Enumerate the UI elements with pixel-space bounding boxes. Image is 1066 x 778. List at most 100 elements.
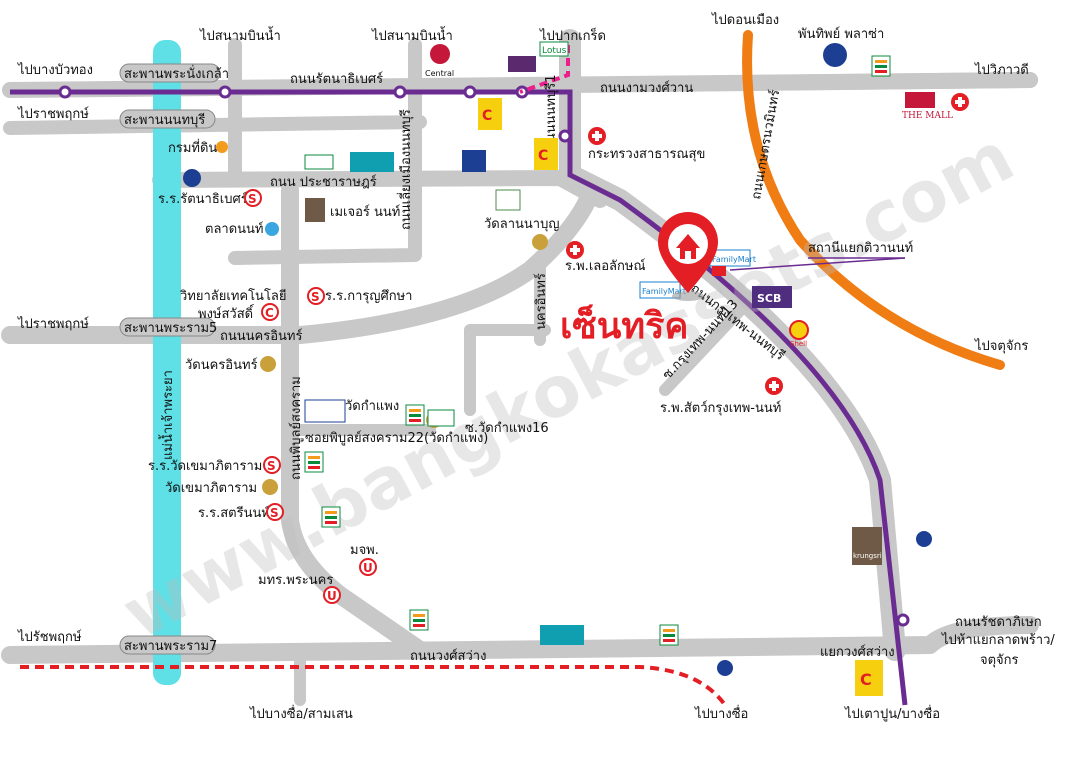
svg-text:S: S xyxy=(248,192,257,206)
central-icon: Central xyxy=(425,44,454,78)
temple-icon xyxy=(262,479,278,495)
school-icon: S xyxy=(244,189,262,207)
college-icon: C xyxy=(261,303,279,321)
place-wat-nakhon-in: วัดนครอินทร์ xyxy=(185,357,258,373)
dir-vibhavadi: ไปวิภาวดี xyxy=(974,62,1029,78)
krungsri-icon: krungsri xyxy=(852,527,882,565)
brand-logos: C C C Central Lotus THE MALL FamilyMart … xyxy=(304,41,953,696)
svg-text:THE MALL: THE MALL xyxy=(902,111,953,121)
red-dashed-route xyxy=(20,665,727,707)
bangkok-bank-icon xyxy=(717,660,733,676)
label-wongsawang: ถนนวงศ์สว่าง xyxy=(410,648,486,664)
station-dot xyxy=(463,85,477,99)
big-c-icon: C xyxy=(534,138,558,170)
label-nakhon-in: ถนนนครอินทร์ xyxy=(220,328,302,344)
place-tech-college-1: วิทยาลัยเทคโนโลยี xyxy=(179,288,286,304)
bridge-rama7: สะพานพระราม7 xyxy=(124,639,217,654)
dir-don-mueang: ไปดอนเมือง xyxy=(711,12,779,28)
svg-text:C: C xyxy=(482,108,492,124)
purple-line-route xyxy=(10,89,908,706)
place-rp-lerlak: ร.พ.เลอลักษณ์ xyxy=(565,258,646,274)
place-wat-khema: วัดเขมาภิตาราม xyxy=(165,481,257,496)
market-icon xyxy=(265,222,279,236)
school-icon: S xyxy=(307,287,325,305)
station-dot xyxy=(558,129,572,143)
lotus-icon xyxy=(304,154,334,170)
station-dot xyxy=(393,85,407,99)
place-talad-non: ตลาดนนท์ xyxy=(205,221,264,237)
water-drop-icon xyxy=(916,531,932,547)
purple-line-stations xyxy=(58,85,910,627)
hospital-icon xyxy=(765,377,783,395)
road-soi13 xyxy=(659,299,751,396)
school-icon: S xyxy=(266,503,284,521)
svg-text:C: C xyxy=(860,670,872,689)
dir-ratchaphruek-south: ไปรัชพฤกษ์ xyxy=(17,629,82,645)
label-pracharat: ถนน ประชาราษฎร์ xyxy=(270,174,377,190)
esplanade-icon xyxy=(508,56,536,72)
tot-icon xyxy=(495,189,521,211)
dir-lat-phrao-1: ถนนรัชดาภิเษก xyxy=(955,615,1042,630)
label-pibul: ถนนพิบูลย์สงคราม xyxy=(288,376,304,480)
poi-icons: S S C S S U U xyxy=(183,93,969,604)
school-icon: S xyxy=(263,456,281,474)
big-c-icon: C xyxy=(478,98,502,130)
hospital-icon xyxy=(566,241,584,259)
svg-text:Shell: Shell xyxy=(790,340,807,348)
dir-bang-sue-samsen: ไปบางซื่อ/สามเสน xyxy=(249,705,353,722)
orange-line-route xyxy=(742,30,1005,370)
place-rr-rattanathibet: ร.ร.รัตนาธิเบศร์ xyxy=(158,191,248,207)
road-wongsawang xyxy=(1,616,1039,664)
svg-text:C: C xyxy=(538,148,548,164)
svg-text:FamilyMart: FamilyMart xyxy=(642,287,686,296)
seven-eleven-icon xyxy=(871,55,891,77)
the-mall-icon: THE MALL xyxy=(902,92,953,121)
road-nonthaburi-bridge xyxy=(3,115,427,135)
dir-ratchaphruek-2: ไปราชพฤกษ์ xyxy=(17,316,89,332)
bridge-nonthaburi1: สะพานพระนั่งเกล้า xyxy=(124,65,229,82)
familymart-icon: FamilyMart xyxy=(709,249,756,267)
svg-text:U: U xyxy=(327,589,337,603)
shell-icon: Shell xyxy=(789,320,809,348)
chao-phraya-river xyxy=(153,40,181,685)
svg-text:Central: Central xyxy=(425,69,454,78)
location-pin-icon xyxy=(658,212,718,301)
label-river: แม่น้ำเจ้าพระยา xyxy=(158,370,176,460)
label-bypass: ถนนเลี่ยงเมืองนนทบุรี xyxy=(397,109,414,230)
place-tech-college-2: พงษ์สวัสดิ์ xyxy=(198,304,255,322)
hospital-icon xyxy=(588,127,606,145)
place-rr-wat-khema: ร.ร.วัดเขมาภิตาราม xyxy=(148,459,262,474)
bridge-labels: สะพานพระนั่งเกล้า สะพานนนทบุรี สะพานพระร… xyxy=(119,63,229,655)
place-wat-lan-boon: วัดลานนาบุญ xyxy=(484,217,559,232)
label-soi-pibul22: ซอยพิบูลย์สงคราม22(วัดกำแพง) xyxy=(305,430,488,446)
dir-sanambinnam-2: ไปสนามบินน้ำ xyxy=(371,26,453,44)
label-nakhon-in-branch: นครอินทร์ xyxy=(533,273,549,330)
lotus-icon: Lotus xyxy=(539,41,569,57)
dir-bang-bua-thong: ไปบางบัวทอง xyxy=(17,62,93,78)
dir-ratchaphruek-1: ไปราชพฤกษ์ xyxy=(17,106,89,122)
ferry-icon xyxy=(183,169,201,187)
svg-text:Lotus: Lotus xyxy=(542,46,567,56)
dir-lat-phrao-2: ไปห้าแยกลาดพร้าว/ xyxy=(941,632,1055,648)
place-mop: มจพ. xyxy=(350,543,379,558)
road-nakhon-in xyxy=(1,186,599,344)
pink-dashed-route xyxy=(519,45,570,94)
label-nonthaburi1: ถนนนนทบุรี1 xyxy=(543,75,559,151)
place-major: เมเจอร์ นนท์ xyxy=(330,204,400,220)
svg-text:U: U xyxy=(363,561,373,575)
dir-tao-pun: ไปเตาปูน/บางซื่อ xyxy=(844,705,940,722)
seven-eleven-icon xyxy=(409,609,429,631)
svg-text:krungsri: krungsri xyxy=(853,552,882,560)
bridge-rama5: สะพานพระราม5 xyxy=(124,321,217,336)
station-dot xyxy=(58,85,72,99)
major-icon xyxy=(305,198,325,222)
svg-text:S: S xyxy=(270,506,279,520)
dir-sanambinnam-1: ไปสนามบินน้ำ xyxy=(199,26,281,44)
bts-pointer-line xyxy=(729,257,906,271)
bts-marker-icon xyxy=(712,266,726,276)
svg-text:C: C xyxy=(265,306,274,320)
familymart-icon: FamilyMart xyxy=(639,281,686,299)
kasikorn-icon xyxy=(350,152,394,172)
direction-labels: ไปบางบัวทอง ไปราชพฤกษ์ ไปราชพฤกษ์ ไปสนาม… xyxy=(17,12,1055,722)
